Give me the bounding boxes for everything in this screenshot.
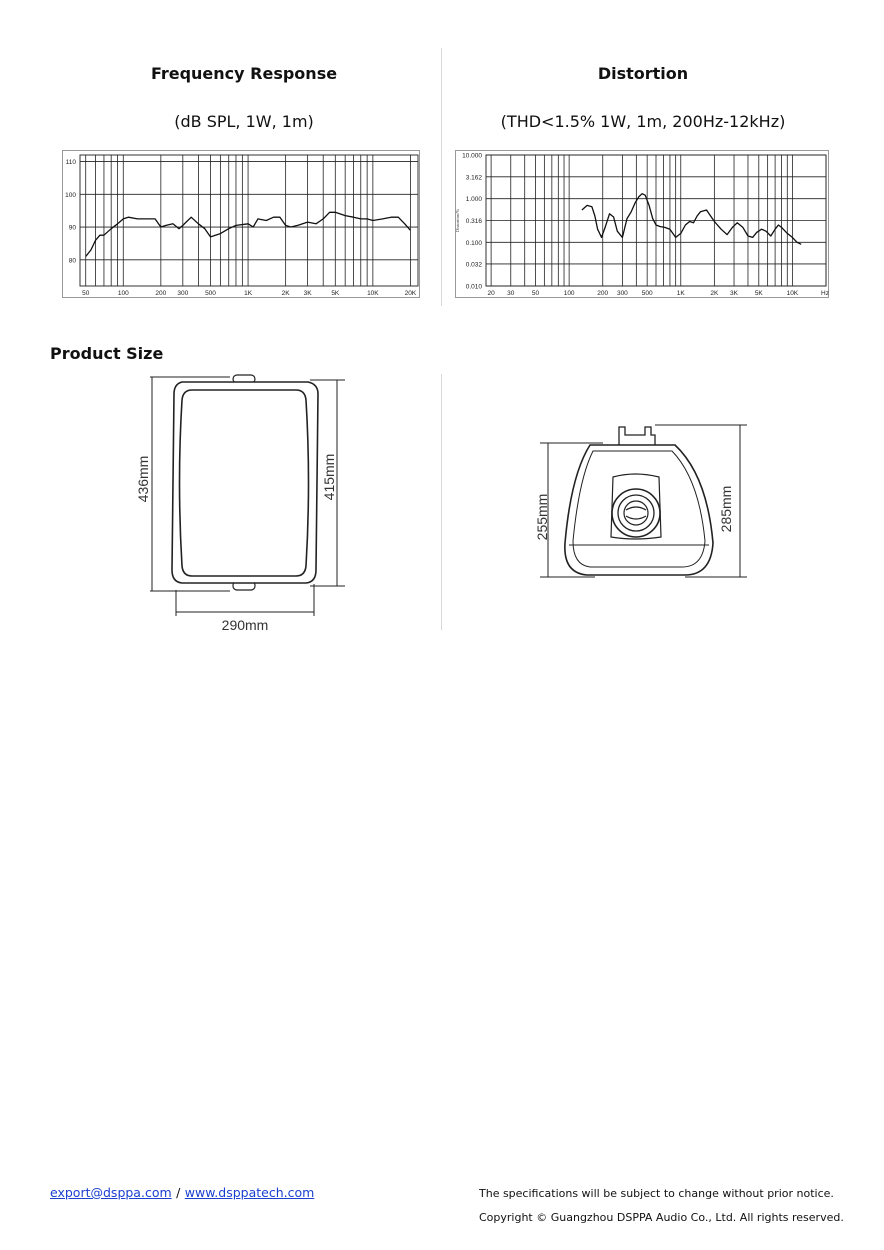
freq-title: Frequency Response xyxy=(150,64,338,83)
y-tick-label: 90 xyxy=(69,225,77,232)
frequency-response-svg: 80 90 100 110 50 100 200 300 500 1K 2K 3K 5K 10K 20K xyxy=(62,150,420,298)
side-height-high-label: 285mm xyxy=(718,485,734,533)
x-tick-label: 500 xyxy=(642,290,653,297)
y-tick-label: 80 xyxy=(69,257,77,264)
x-tick-label: 300 xyxy=(177,290,188,297)
front-view-drawing xyxy=(130,370,360,635)
distortion-svg: 0.010 0.032 0.100 0.316 1.000 3.162 10.000 20 30… xyxy=(455,150,829,298)
x-tick-label: 5K xyxy=(755,290,764,297)
x-tick-label: 30 xyxy=(507,290,515,297)
freq-subtitle: (dB SPL, 1W, 1m) xyxy=(174,112,314,131)
column-divider-bottom xyxy=(441,374,442,630)
frequency-response-chart: 80 90 100 110 50 100 200 300 500 1K 2K 3K 5K 10K 20K xyxy=(62,150,420,298)
x-tick-label: 2K xyxy=(710,290,719,297)
y-tick-label: 3.162 xyxy=(466,174,483,181)
y-tick-label: 0.032 xyxy=(466,261,483,268)
x-tick-label: 5K xyxy=(331,290,340,297)
y-tick-label: 1.000 xyxy=(466,196,483,203)
x-tick-label: 100 xyxy=(118,290,129,297)
y-tick-label: 110 xyxy=(66,159,77,166)
spec-notice: The specifications will be subject to ch… xyxy=(479,1187,834,1200)
x-tick-label: 20K xyxy=(405,290,417,297)
y-tick-label: 0.100 xyxy=(466,240,483,247)
x-tick-label: 500 xyxy=(205,290,216,297)
x-tick-label: 200 xyxy=(155,290,166,297)
x-tick-label: 50 xyxy=(82,290,90,297)
y-tick-label: 0.316 xyxy=(466,218,483,225)
y-tick-label: 0.010 xyxy=(466,284,483,291)
series-line xyxy=(581,193,802,245)
x-tick-label: 3K xyxy=(730,290,739,297)
x-tick-label: 3K xyxy=(304,290,313,297)
x-tick-label: 100 xyxy=(564,290,575,297)
chart-frame xyxy=(62,150,420,298)
front-view-svg xyxy=(150,374,345,616)
product-size-title: Product Size xyxy=(50,344,164,363)
x-tick-label: 300 xyxy=(617,290,628,297)
x-tick-label: 2K xyxy=(282,290,291,297)
front-width-label: 290mm xyxy=(221,617,269,633)
footer-separator: / xyxy=(176,1185,181,1200)
side-view-drawing xyxy=(535,415,760,585)
website-link[interactable]: www.dsppatech.com xyxy=(184,1185,315,1200)
x-tick-label: 10K xyxy=(367,290,379,297)
x-tick-label: 200 xyxy=(597,290,608,297)
dist-subtitle: (THD<1.5% 1W, 1m, 200Hz-12kHz) xyxy=(500,112,786,131)
x-tick-label: 1K xyxy=(677,290,686,297)
y-tick-label: 100 xyxy=(65,192,76,199)
front-height-inner-label: 415mm xyxy=(321,453,337,501)
email-link[interactable]: export@dsppa.com xyxy=(50,1185,172,1200)
chart-frame xyxy=(455,150,829,298)
plot-area xyxy=(79,154,419,287)
x-axis-label: Hz xyxy=(821,290,829,297)
x-tick-label: 20 xyxy=(487,290,495,297)
front-height-outer-label: 436mm xyxy=(135,455,151,503)
dist-title: Distortion xyxy=(597,64,689,83)
series-line xyxy=(85,211,411,257)
x-tick-label: 50 xyxy=(532,290,540,297)
y-tick-label: 10.000 xyxy=(462,153,482,160)
side-view-svg xyxy=(540,424,747,578)
x-tick-label: 1K xyxy=(244,290,253,297)
x-tick-label: 10K xyxy=(787,290,799,297)
footer-contacts: export@dsppa.com / www.dsppatech.com xyxy=(50,1184,314,1202)
copyright-notice: Copyright © Guangzhou DSPPA Audio Co., L… xyxy=(479,1211,844,1224)
column-divider-top xyxy=(441,48,442,306)
side-height-low-label: 255mm xyxy=(534,493,550,541)
distortion-chart: 0.010 0.032 0.100 0.316 1.000 3.162 10.000 20 30… xyxy=(455,150,829,298)
y-axis-label: Distortion/% xyxy=(455,209,460,233)
